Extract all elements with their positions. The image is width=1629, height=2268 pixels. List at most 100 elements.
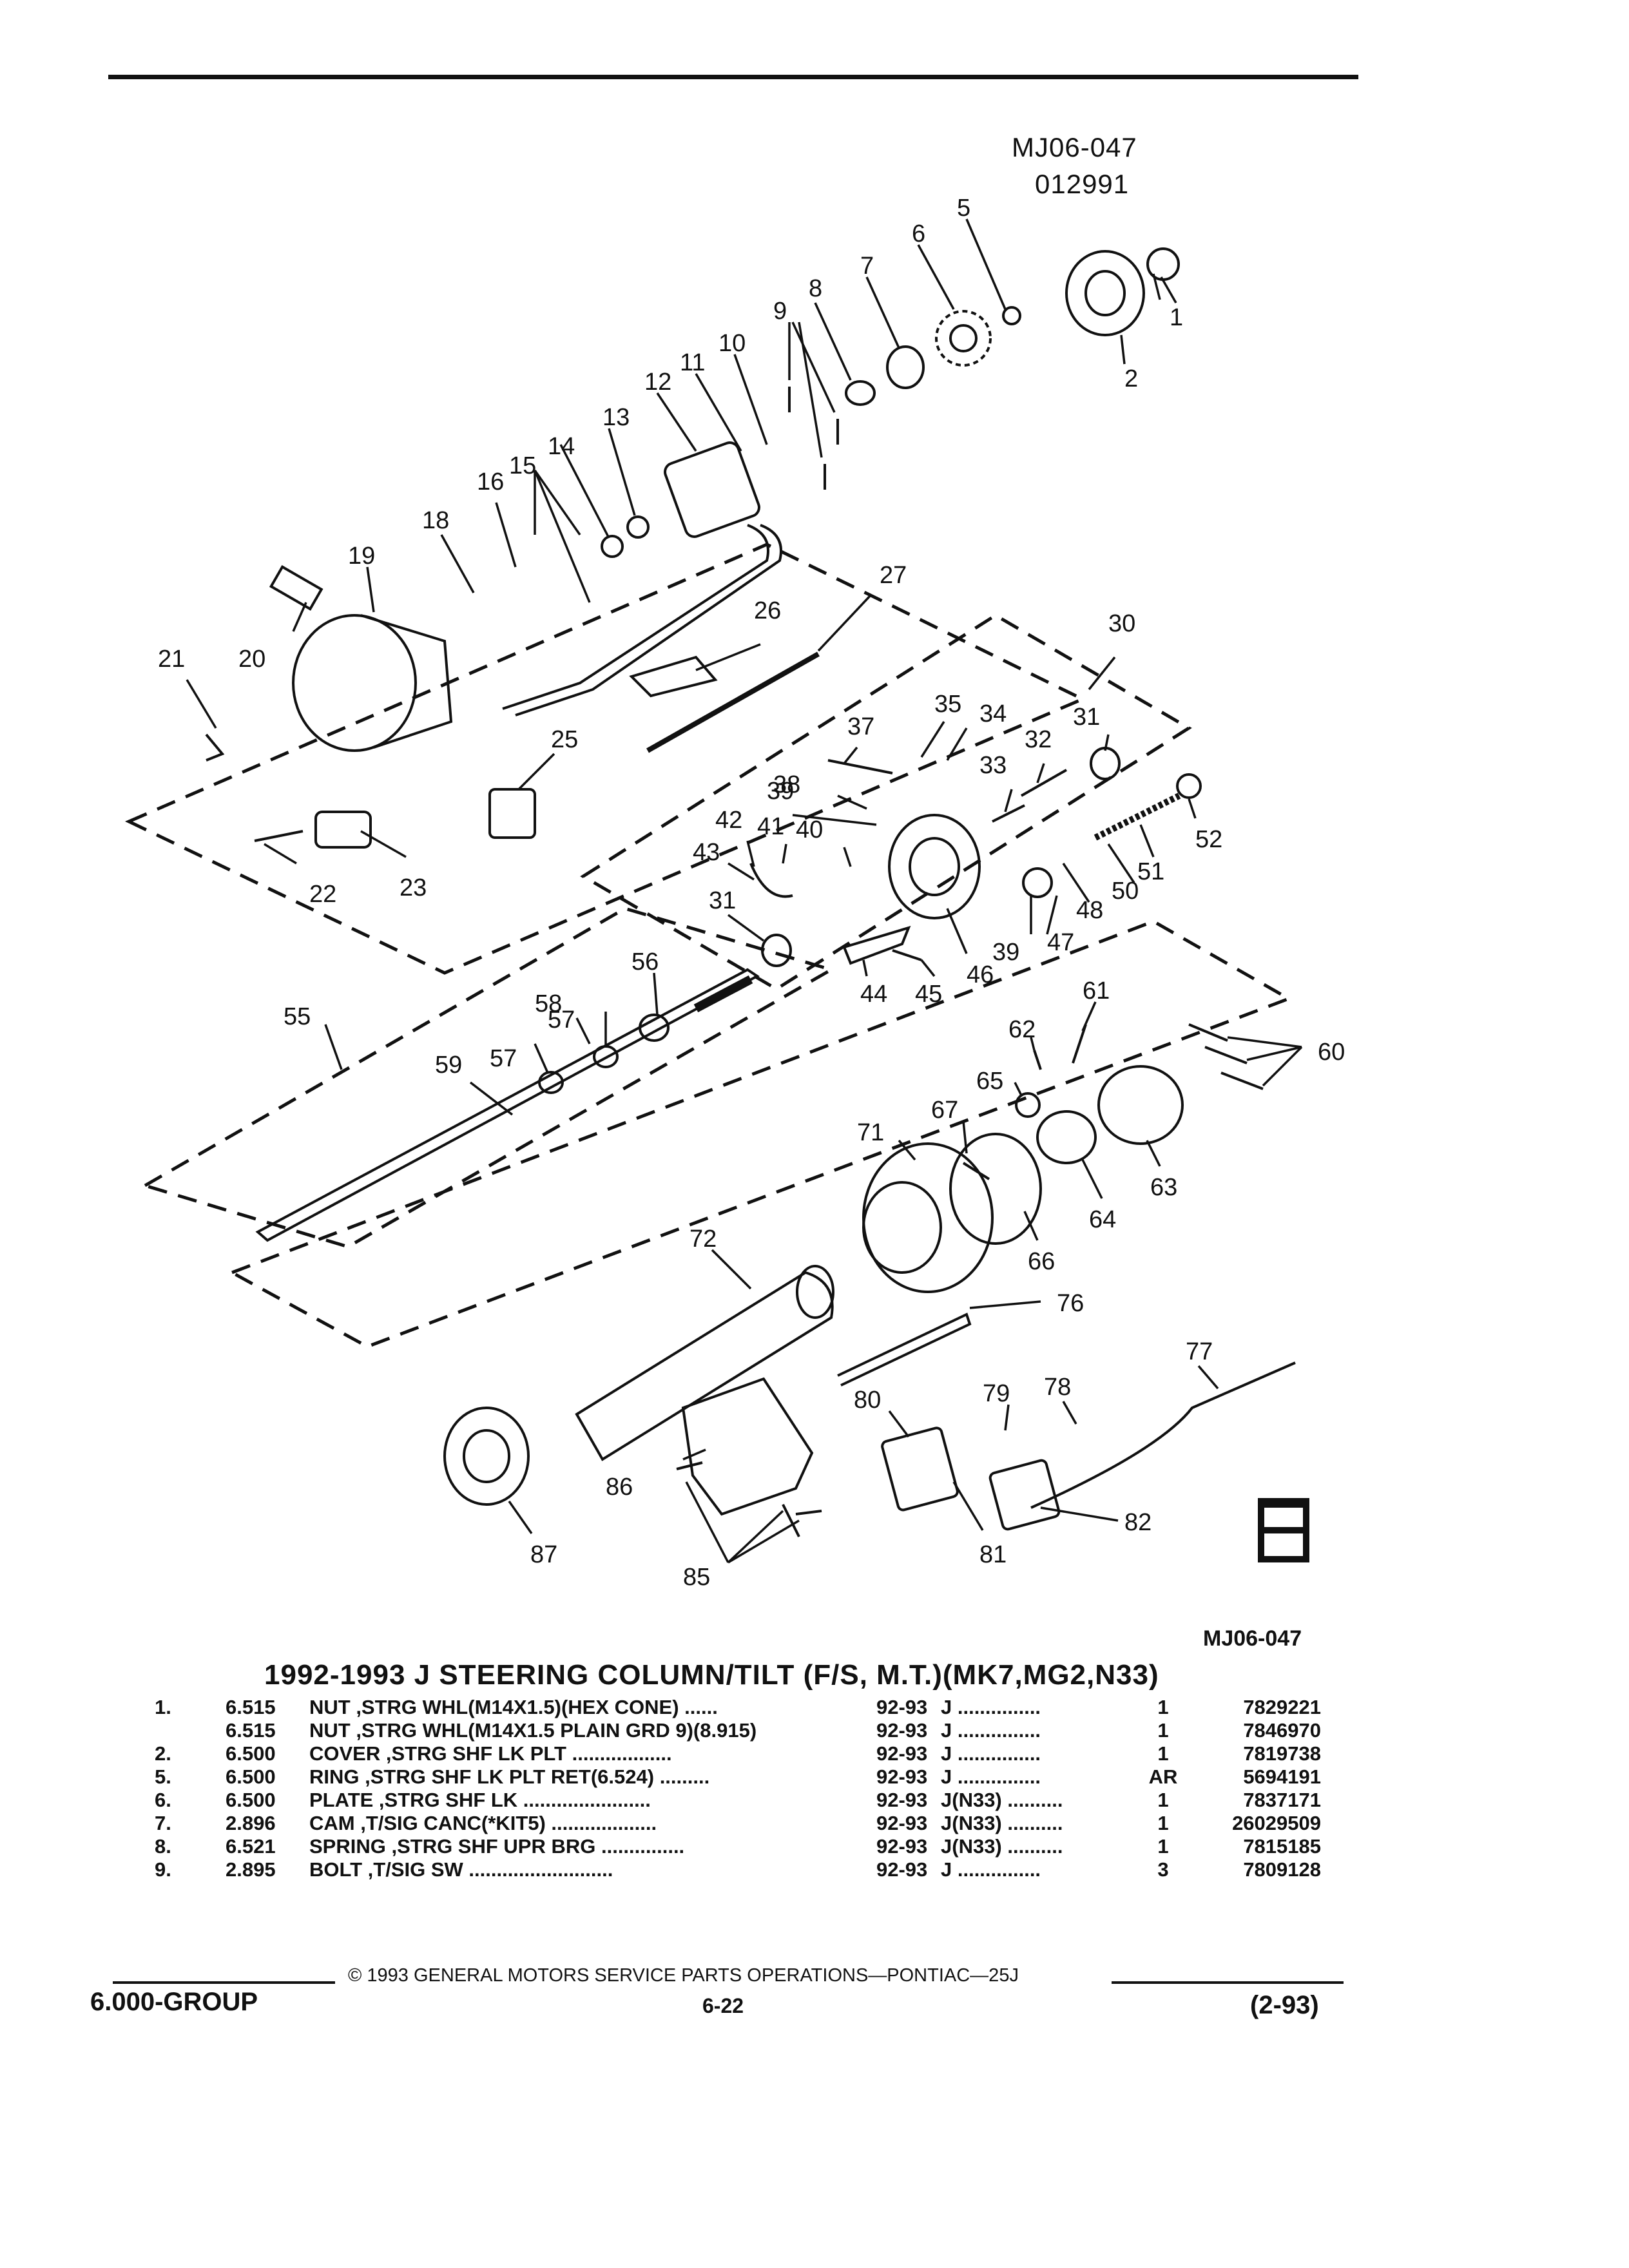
cell-qty: 1	[1157, 1789, 1169, 1811]
cell-group: 6.500	[226, 1742, 276, 1765]
callout-41: 41	[757, 813, 784, 840]
cell-years: 92-93	[876, 1696, 928, 1718]
part-60-screw	[1188, 1023, 1228, 1042]
callout-64: 64	[1089, 1206, 1116, 1233]
part-87-bearing	[443, 1407, 530, 1506]
cell-models: J ...............	[941, 1696, 1041, 1718]
cell-part: 7846970	[1243, 1719, 1321, 1742]
cell-no: 5.	[155, 1765, 171, 1788]
part-22-pin	[254, 830, 304, 842]
footer-copyright: © 1993 GENERAL MOTORS SERVICE PARTS OPER…	[348, 1965, 1019, 1986]
cell-desc: RING ,STRG SHF LK PLT RET(6.524) .......…	[309, 1765, 710, 1788]
cell-models: J(N33) ..........	[941, 1789, 1063, 1811]
callout-67: 67	[931, 1097, 958, 1124]
callout-7: 7	[860, 253, 874, 280]
group-box-60	[228, 919, 1293, 1349]
callout-40: 40	[796, 816, 823, 843]
table-row: 2. 6.500 COVER ,STRG SHF LK PLT ..........…	[155, 1742, 1321, 1765]
part-76-rod	[837, 1312, 972, 1387]
part-8-spring	[845, 380, 876, 406]
parts-table: 1. 6.515 NUT ,STRG WHL(M14X1.5)(HEX CONE) …	[155, 1696, 1321, 1881]
part-72-jacket	[575, 1271, 834, 1461]
callout-35: 35	[934, 691, 961, 718]
cell-group: 6.500	[226, 1765, 276, 1788]
callout-39: 39	[992, 939, 1019, 966]
diagram-code-label: MJ06-047	[1203, 1626, 1302, 1651]
callout-34: 34	[979, 700, 1007, 727]
callout-46: 46	[967, 961, 994, 988]
cell-part: 7809128	[1243, 1858, 1321, 1881]
cell-no: 1.	[155, 1696, 171, 1718]
part-25-switch	[488, 788, 536, 839]
callout-50: 50	[1112, 878, 1139, 905]
cell-years: 92-93	[876, 1765, 928, 1788]
cell-years: 92-93	[876, 1858, 928, 1881]
callout-87: 87	[530, 1541, 557, 1568]
callout-78: 78	[1044, 1374, 1071, 1401]
callout-31: 31	[709, 887, 736, 914]
cell-qty: 1	[1157, 1742, 1169, 1765]
cell-qty: AR	[1148, 1765, 1178, 1788]
callout-52: 52	[1195, 826, 1222, 853]
cell-group: 6.521	[226, 1835, 276, 1858]
cell-desc: NUT ,STRG WHL(M14X1.5)(HEX CONE) ......	[309, 1696, 718, 1718]
part-51-spring	[1094, 793, 1181, 841]
table-title: 1992-1993 J STEERING COLUMN/TILT (F/S, M…	[264, 1659, 1159, 1691]
gm-spo-logo	[1258, 1498, 1309, 1562]
callout-57: 57	[548, 1006, 575, 1033]
cell-group: 6.515	[226, 1719, 276, 1742]
cell-group: 6.515	[226, 1696, 276, 1718]
callout-20: 20	[238, 646, 265, 673]
part-47-gear	[1022, 867, 1053, 898]
part-82-lever	[988, 1459, 1061, 1531]
part-2-cover	[1065, 250, 1145, 336]
callout-71: 71	[857, 1119, 884, 1146]
part-23-buzzer	[314, 811, 372, 849]
cell-no: 9.	[155, 1858, 171, 1881]
callout-72: 72	[689, 1225, 717, 1253]
callout-22: 22	[309, 881, 336, 908]
cell-desc: NUT ,STRG WHL(M14X1.5 PLAIN GRD 9)(8.915…	[309, 1719, 757, 1742]
cell-part: 5694191	[1243, 1765, 1321, 1788]
cell-desc: COVER ,STRG SHF LK PLT .................…	[309, 1742, 672, 1765]
footer-rule-left	[113, 1981, 335, 1984]
part-13-washer	[626, 515, 650, 539]
callout-14: 14	[548, 433, 575, 460]
part-19-housing	[292, 614, 417, 752]
callout-60: 60	[1318, 1039, 1345, 1066]
cell-years: 92-93	[876, 1742, 928, 1765]
part-33-pin	[992, 804, 1025, 823]
diagram-header-number: 012991	[1035, 169, 1130, 199]
part-71-housing	[862, 1142, 994, 1293]
callout-9: 9	[773, 298, 787, 325]
callout-13: 13	[602, 404, 630, 431]
cell-desc: SPRING ,STRG SHF UPR BRG ...............	[309, 1835, 685, 1858]
cell-no: 2.	[155, 1742, 171, 1765]
callout-30: 30	[1108, 610, 1135, 637]
callout-15: 15	[509, 452, 536, 479]
table-row: 5. 6.500 RING ,STRG SHF LK PLT RET(6.524) …	[155, 1765, 1321, 1789]
part-26-bracket	[629, 655, 718, 698]
part-43-lever	[749, 863, 793, 898]
callout-11: 11	[680, 349, 705, 376]
cell-part: 7837171	[1243, 1789, 1321, 1811]
group-box-30	[580, 613, 1192, 991]
cell-qty: 1	[1157, 1835, 1169, 1858]
callout-63: 63	[1150, 1174, 1177, 1201]
cell-part: 7815185	[1243, 1835, 1321, 1858]
part-14-washer	[601, 535, 624, 558]
callout-38: 38	[773, 771, 800, 798]
callout-57: 57	[490, 1045, 517, 1072]
cell-models: J ...............	[941, 1765, 1041, 1788]
part-12-switch	[664, 441, 760, 538]
part-44-lever	[842, 925, 911, 965]
callout-39: 39	[767, 778, 794, 805]
callout-25: 25	[551, 726, 578, 753]
callout-82: 82	[1124, 1509, 1152, 1536]
callout-76: 76	[1057, 1290, 1084, 1317]
callout-66: 66	[1028, 1248, 1055, 1275]
part-66-ring	[949, 1133, 1042, 1245]
callout-21: 21	[158, 646, 185, 673]
callout-62: 62	[1008, 1016, 1036, 1043]
